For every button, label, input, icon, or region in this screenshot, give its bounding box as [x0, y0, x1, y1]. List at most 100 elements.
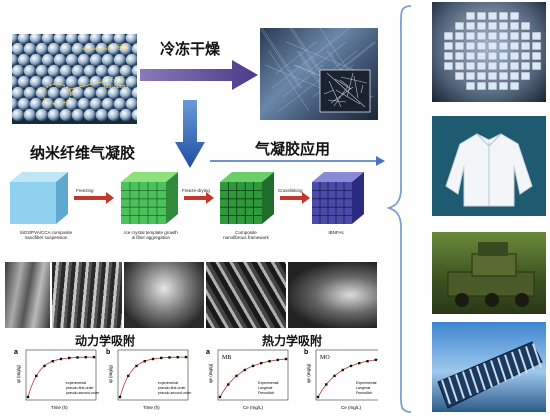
- freeze-dry-label: 冷冻干燥: [160, 40, 221, 58]
- experimental-point: [235, 374, 238, 378]
- aerogel-sem-image: [260, 28, 378, 120]
- photo-jacket: [432, 116, 546, 216]
- experimental-point: [151, 357, 155, 361]
- particle-sphere: [83, 108, 97, 122]
- particle-sphere: [35, 42, 49, 56]
- window-pane: [465, 61, 476, 71]
- particle-sphere: [65, 97, 79, 111]
- experimental-point: [135, 364, 138, 368]
- plot-frame: [217, 349, 289, 401]
- window-pane: [509, 31, 520, 41]
- window-pane: [498, 61, 509, 71]
- window-pane: [443, 61, 454, 71]
- experimental-point: [284, 357, 288, 361]
- window-pane: [476, 41, 487, 51]
- window-pane: [443, 41, 454, 51]
- experimental-point: [43, 364, 46, 368]
- window-pane: [454, 41, 465, 51]
- particle-sphere: [89, 97, 103, 111]
- particle-sphere: [89, 75, 103, 89]
- fiber-line: [260, 28, 301, 89]
- particle-sphere: [35, 64, 49, 78]
- solar-tube: [532, 343, 542, 368]
- particle-sphere: [125, 53, 137, 67]
- legend-entry: pseudo-second-order: [158, 391, 192, 395]
- particle-sphere: [95, 64, 109, 78]
- experimental-point: [160, 356, 163, 360]
- window-pane: [476, 81, 487, 91]
- solar-tube: [448, 376, 458, 402]
- particle-sphere: [125, 97, 137, 111]
- fiber-line: [327, 99, 347, 103]
- fiber-line: [330, 86, 354, 104]
- experimental-point: [316, 395, 320, 399]
- plot-xlabel: Time (h): [143, 405, 160, 410]
- fiber-line: [346, 72, 354, 98]
- legend-entry: Freundlich: [356, 391, 372, 395]
- experimental-point: [92, 355, 96, 359]
- particle-sphere: [12, 86, 25, 100]
- experimental-point: [227, 383, 230, 386]
- experimental-point: [35, 374, 38, 378]
- particle-sphere: [125, 34, 137, 45]
- particle-sphere: [77, 53, 91, 67]
- particle-sphere: [53, 75, 67, 89]
- particle-sphere: [83, 64, 97, 78]
- plot-xlabel: Time (h): [51, 405, 68, 410]
- particle-sphere: [23, 108, 37, 122]
- particle-sphere: [101, 53, 115, 67]
- solar-tube: [490, 360, 500, 385]
- experimental-point: [268, 360, 271, 363]
- window-pane: [487, 21, 498, 31]
- plot-letter: a: [14, 349, 18, 356]
- particle-sphere: [107, 64, 121, 78]
- particle-sphere: [131, 108, 137, 122]
- kinetic-adsorption-label: 动力学吸附: [75, 334, 136, 348]
- plot-ylabel: qe (mg/g): [208, 363, 213, 383]
- fiber-line: [282, 64, 324, 98]
- step3-label: Composite nanofibrous framework: [223, 230, 269, 240]
- particle-sphere: [17, 75, 31, 89]
- particle-sphere: [65, 34, 79, 45]
- window-pane: [476, 11, 487, 21]
- legend-entry: Langmuir: [258, 386, 273, 390]
- legend-entry: pseudo-first-order: [66, 386, 94, 390]
- plot-frame: [25, 349, 97, 401]
- fiber-line: [360, 84, 364, 94]
- plot-ylabel: qe (mg/g): [306, 363, 311, 383]
- sem-fiber-image-4: [206, 262, 286, 328]
- particle-sphere: [83, 86, 97, 100]
- window-pane: [498, 41, 509, 51]
- particle-sphere: [101, 34, 115, 45]
- window-pane: [509, 81, 520, 91]
- arrow2-label: Freeze-drying: [182, 188, 210, 193]
- experimental-point: [59, 357, 63, 361]
- window-pane: [498, 21, 509, 31]
- particle-sphere: [95, 86, 109, 100]
- window-pane: [487, 41, 498, 51]
- solar-tube: [518, 348, 528, 374]
- experimental-point: [325, 383, 328, 386]
- particle-sphere: [107, 108, 121, 122]
- solar-tube: [455, 374, 465, 399]
- photo-window-grid: [432, 2, 546, 102]
- window-pane: [454, 21, 465, 31]
- window-pane: [476, 51, 487, 61]
- plot-letter: a: [206, 349, 210, 356]
- step2-label: Ice crystal template growth & fiber aggr…: [124, 230, 178, 240]
- window-pane: [520, 61, 531, 71]
- window-pane: [509, 51, 520, 61]
- particle-sphere: [17, 34, 31, 45]
- particle-sphere: [71, 42, 85, 56]
- window-pane: [465, 31, 476, 41]
- window-pane: [520, 21, 531, 31]
- window-pane: [487, 81, 498, 91]
- plot-tag: MB: [222, 355, 231, 361]
- legend-entry: Freundlich: [258, 391, 274, 395]
- particle-sphere: [113, 97, 127, 111]
- window-pane: [487, 61, 498, 71]
- experimental-point: [341, 368, 344, 372]
- plot-frame: [117, 349, 189, 401]
- particle-sphere: [101, 75, 115, 89]
